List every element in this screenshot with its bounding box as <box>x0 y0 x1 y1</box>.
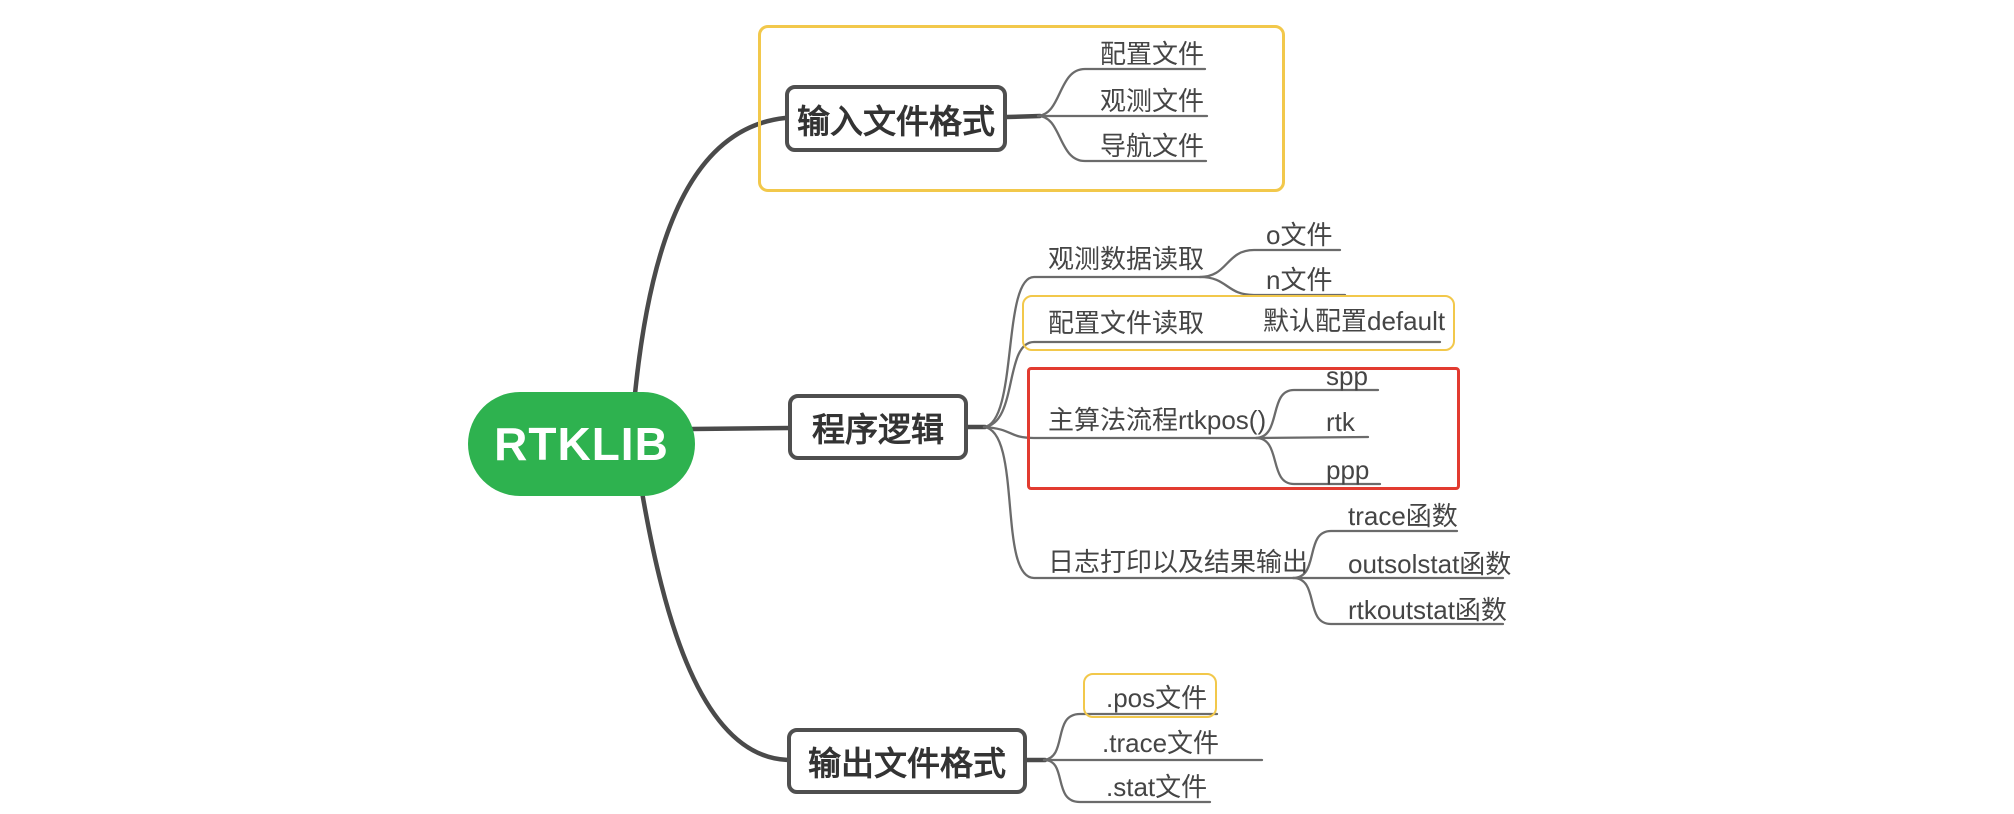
label-ppp[interactable]: ppp <box>1326 455 1370 485</box>
label-rtkoutstat-func[interactable]: rtkoutstat函数 <box>1348 595 1507 625</box>
edge-input-formats-stub <box>1004 113 1043 120</box>
label-trace-func[interactable]: trace函数 <box>1348 501 1458 531</box>
label-n-file[interactable]: n文件 <box>1266 265 1333 295</box>
label-o-file[interactable]: o文件 <box>1266 220 1333 250</box>
edge-row-obs-read <box>982 275 1202 429</box>
edge-rtkoutstat-func <box>1291 576 1505 626</box>
edge-root-to-output-formats <box>639 489 791 763</box>
highlight-box-config-read <box>1022 295 1455 351</box>
label-config-file-read[interactable]: 配置文件读取 <box>1048 308 1205 338</box>
label-log-print-output[interactable]: 日志打印以及结果输出 <box>1048 547 1309 577</box>
highlight-box-input-formats <box>758 25 1285 192</box>
label-default-config[interactable]: 默认配置default <box>1263 306 1446 336</box>
label-outsolstat-func[interactable]: outsolstat函数 <box>1348 549 1512 579</box>
label-spp[interactable]: spp <box>1326 361 1368 391</box>
edge-trace-func <box>1291 529 1459 580</box>
label-config-file[interactable]: 配置文件 <box>1100 39 1205 69</box>
edge-o-file <box>1198 248 1342 279</box>
edge-pos-file <box>1042 712 1219 762</box>
highlight-box-main-algo <box>1027 367 1460 490</box>
edge-config-file <box>1036 67 1207 118</box>
edge-rtk <box>1254 435 1370 440</box>
label-stat-file[interactable]: .stat文件 <box>1106 772 1208 802</box>
label-nav-file[interactable]: 导航文件 <box>1100 131 1205 161</box>
label-rtk[interactable]: rtk <box>1326 407 1355 437</box>
node-output-file-formats[interactable]: 输出文件格式 <box>787 728 1027 794</box>
root-node-rtklib[interactable]: RTKLIB <box>468 392 695 496</box>
label-pos-file[interactable]: .pos文件 <box>1106 683 1208 713</box>
edge-root-to-input-formats <box>632 115 788 397</box>
edge-row-main-algo <box>982 425 1258 440</box>
edge-ppp <box>1254 436 1382 486</box>
label-obs-file[interactable]: 观测文件 <box>1100 86 1205 116</box>
edge-nav-file <box>1036 114 1208 163</box>
edge-row-log-output <box>982 425 1295 580</box>
edge-root-to-program-logic <box>689 425 793 432</box>
edge-spp <box>1254 388 1380 440</box>
label-main-algo-rtkpos[interactable]: 主算法流程rtkpos() <box>1048 405 1267 435</box>
highlight-box-pos-file <box>1083 673 1217 718</box>
edge-n-file <box>1198 275 1347 297</box>
label-trace-file[interactable]: .trace文件 <box>1102 728 1220 758</box>
label-obs-data-read[interactable]: 观测数据读取 <box>1048 244 1205 274</box>
edge-stat-file <box>1042 758 1212 804</box>
node-input-file-formats[interactable]: 输入文件格式 <box>785 85 1007 152</box>
node-program-logic[interactable]: 程序逻辑 <box>788 394 968 460</box>
